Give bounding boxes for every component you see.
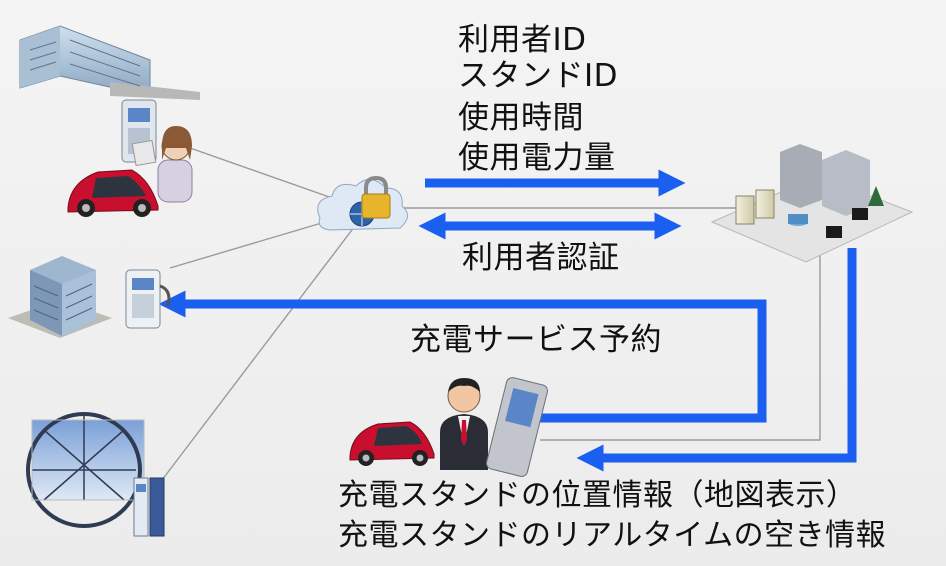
label-stand-realtime: 充電スタンドのリアルタイムの空き情報	[338, 518, 887, 553]
label-stand-location: 充電スタンドの位置情報（地図表示）	[338, 478, 857, 513]
lock-icon	[361, 175, 391, 219]
network-links	[161, 147, 821, 481]
ferris-wheel-icon	[26, 412, 145, 528]
label-service-reservation: 充電サービス予約	[410, 322, 662, 358]
user-icon	[131, 126, 193, 203]
data-flow-arrows	[158, 169, 857, 472]
label-stand-id: スタンドID	[458, 58, 619, 94]
charging-station-icon	[125, 269, 171, 329]
label-user-id: 利用者ID	[458, 22, 587, 58]
label-usage-time: 使用時間	[458, 100, 584, 136]
charging-station-icon	[133, 477, 165, 537]
link-park-cloud	[161, 221, 359, 481]
server-icon	[710, 144, 914, 263]
electric-car-icon	[349, 421, 435, 466]
hotel-building-icon	[19, 25, 200, 100]
arrow-stand-info	[576, 248, 857, 472]
link-hotel-cloud	[189, 147, 353, 206]
arrow-service-reservation	[158, 290, 767, 423]
mobile-phone-icon	[486, 377, 548, 477]
label-power-usage: 使用電力量	[458, 140, 616, 176]
link-server-mobile	[540, 248, 821, 441]
businessman-icon	[440, 378, 488, 470]
office-building-icon	[8, 256, 112, 338]
electric-car-icon	[67, 169, 159, 217]
label-user-auth: 利用者認証	[462, 240, 620, 276]
